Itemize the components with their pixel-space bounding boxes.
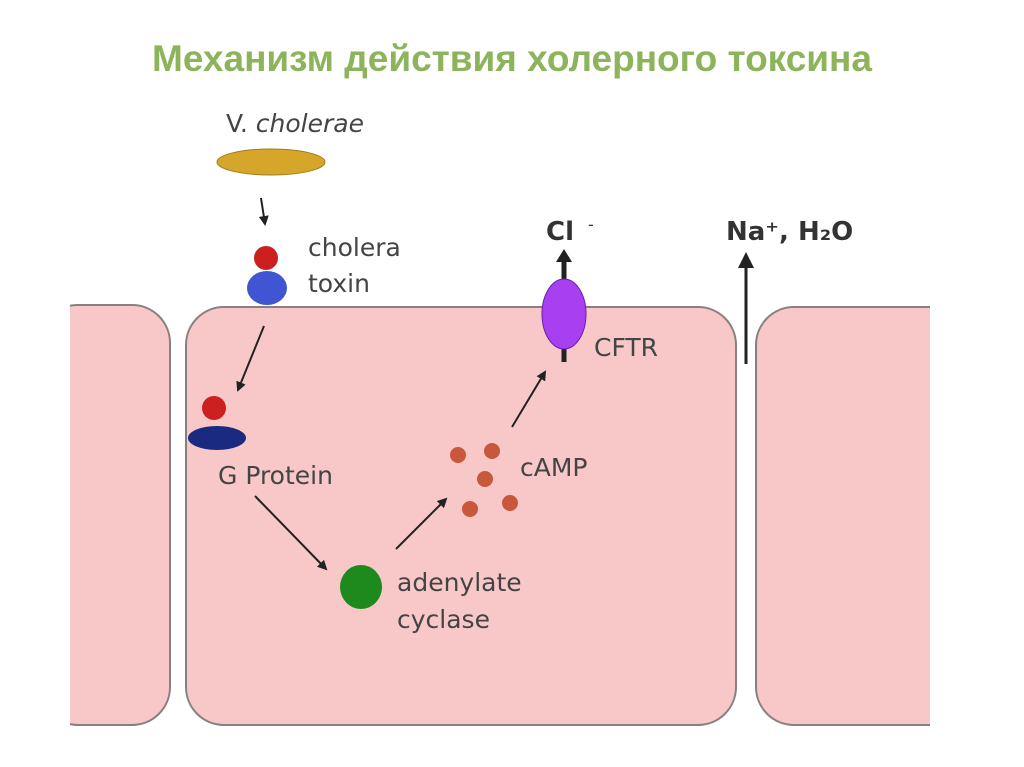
sodium-water-arrowhead bbox=[738, 252, 754, 268]
chloride-label: Cl bbox=[546, 217, 574, 247]
slide-title: Механизм действия холерного токсина bbox=[152, 38, 872, 79]
camp-dot bbox=[450, 447, 466, 463]
bacterium-label: V. cholerae bbox=[226, 109, 364, 138]
arrow-toxin-to-gprotein bbox=[236, 325, 265, 392]
v-cholerae-bacterium bbox=[216, 148, 326, 176]
camp-label: cAMP bbox=[520, 453, 588, 482]
toxin-label-line1: cholera bbox=[308, 233, 401, 262]
sodium-water-label: Na⁺, H₂O bbox=[726, 217, 853, 247]
toxin-b-subunit bbox=[247, 271, 287, 305]
toxin-label-line2: toxin bbox=[308, 269, 370, 298]
adenylate-label-line1: adenylate bbox=[397, 568, 522, 597]
camp-dot bbox=[502, 495, 518, 511]
gprotein-label: G Protein bbox=[218, 461, 333, 490]
camp-dot bbox=[484, 443, 500, 459]
camp-dot bbox=[462, 501, 478, 517]
camp-molecules bbox=[450, 443, 518, 517]
arrow-adenylate-to-camp bbox=[395, 497, 448, 550]
cftr-label: CFTR bbox=[594, 333, 658, 362]
arrow-gprotein-to-adenylate bbox=[254, 495, 328, 571]
toxin-a-subunit bbox=[254, 246, 278, 270]
gprotein-base bbox=[188, 426, 246, 450]
camp-dot bbox=[477, 471, 493, 487]
adenylate-cyclase bbox=[340, 565, 382, 609]
arrow-camp-to-cftr bbox=[511, 370, 547, 428]
cftr-channel bbox=[541, 278, 587, 350]
chloride-arrowhead bbox=[556, 249, 572, 262]
center-cell bbox=[185, 306, 737, 726]
arrow-bacterium-to-toxin bbox=[258, 197, 269, 226]
left-cell-clip bbox=[38, 300, 70, 730]
chloride-charge: - bbox=[588, 215, 594, 234]
gprotein-a-subunit bbox=[202, 396, 226, 420]
adenylate-label-line2: cyclase bbox=[397, 605, 490, 634]
right-cell-clip bbox=[930, 300, 990, 730]
